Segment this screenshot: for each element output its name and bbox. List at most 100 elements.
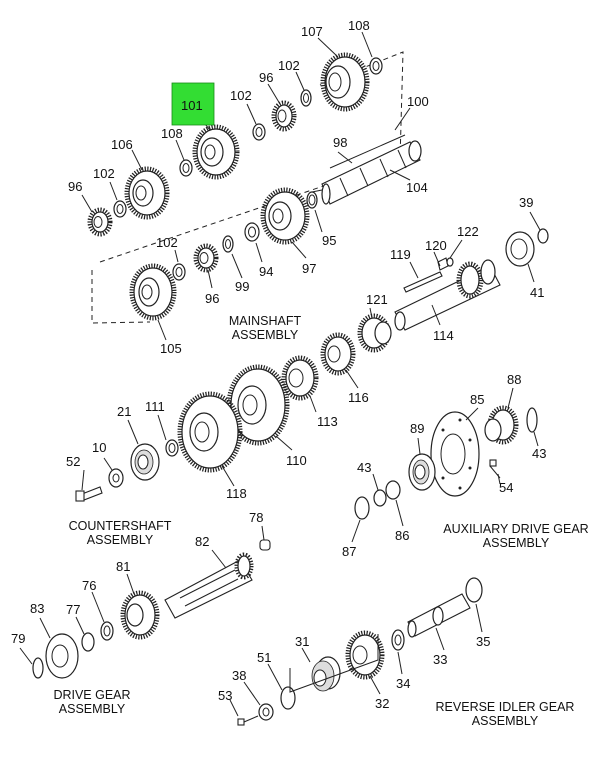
shaft-33 <box>407 593 471 638</box>
label-87: 87 <box>342 544 356 559</box>
shaft-82 <box>164 552 254 619</box>
label-53: 53 <box>218 688 232 703</box>
gear-88 <box>484 405 519 445</box>
gear-116 <box>320 332 356 376</box>
label-107: 107 <box>301 24 323 39</box>
label-102: 102 <box>156 235 178 250</box>
housing-85 <box>430 411 480 497</box>
mainshaft-104 <box>311 134 422 205</box>
label-105: 105 <box>160 341 182 356</box>
gear-105 <box>129 263 177 321</box>
bearing-89 <box>408 453 436 491</box>
countershaft-assembly-title: COUNTERSHAFT <box>69 519 172 533</box>
label-78: 78 <box>249 510 263 525</box>
bearing-31 <box>311 656 341 692</box>
ring-76 <box>100 621 114 641</box>
snapring-87 <box>354 496 370 520</box>
label-39: 39 <box>519 195 533 210</box>
washer-108b <box>179 159 193 177</box>
reverse-idler-assembly-title: REVERSE IDLER GEAR <box>436 700 575 714</box>
label-51: 51 <box>257 650 271 665</box>
countershaft-assembly-sub: ASSEMBLY <box>87 533 154 547</box>
label-79: 79 <box>11 631 25 646</box>
label-35: 35 <box>476 634 490 649</box>
label-31: 31 <box>295 634 309 649</box>
label-96: 96 <box>68 179 82 194</box>
label-95: 95 <box>322 233 336 248</box>
label-82: 82 <box>195 534 209 549</box>
washer-99 <box>222 235 234 253</box>
ring-77 <box>81 632 95 652</box>
label-83: 83 <box>30 601 44 616</box>
label-108: 108 <box>161 126 183 141</box>
gear-121 <box>357 313 392 353</box>
drive-gear-assembly-sub: ASSEMBLY <box>59 702 126 716</box>
label-100: 100 <box>407 94 429 109</box>
gear-81 <box>120 590 160 640</box>
leader-lines <box>19 31 541 717</box>
mainshaft-assembly-sub: ASSEMBLY <box>232 328 299 342</box>
label-119: 119 <box>390 247 411 262</box>
bearing-39-41 <box>505 228 549 267</box>
label-96: 96 <box>259 70 273 85</box>
label-96: 96 <box>205 291 219 306</box>
drive-gear-assembly-title: DRIVE GEAR <box>53 688 130 702</box>
cover-83 <box>45 633 79 679</box>
label-41: 41 <box>530 285 544 300</box>
key-119-120 <box>403 257 454 293</box>
label-89: 89 <box>410 421 424 436</box>
label-121: 121 <box>366 292 388 307</box>
washer-102d <box>172 263 186 281</box>
washer-38 <box>258 703 274 721</box>
label-10: 10 <box>92 440 106 455</box>
washer-102b <box>252 123 266 141</box>
bearing-21 <box>130 443 160 481</box>
assembly-labels: MAINSHAFT ASSEMBLY COUNTERSHAFT ASSEMBLY… <box>53 314 588 728</box>
bolt-52 <box>75 486 103 502</box>
washer-108a <box>369 57 383 75</box>
bearing-96c <box>193 243 219 273</box>
countershaft-114 <box>394 259 501 331</box>
gear-110 <box>226 364 290 446</box>
gear-118 <box>177 391 243 473</box>
label-108: 108 <box>348 18 370 33</box>
washer-10 <box>108 468 124 488</box>
ring-51 <box>280 686 296 710</box>
part-labels: 107 108 96 102 101 102 100 108 106 98 10… <box>11 18 546 711</box>
label-102: 102 <box>230 88 252 103</box>
label-38: 38 <box>232 668 246 683</box>
label-102: 102 <box>93 166 115 181</box>
washer-94 <box>244 222 260 242</box>
gear-97 <box>260 187 310 245</box>
label-113: 113 <box>317 414 338 429</box>
label-120: 120 <box>425 238 447 253</box>
highlight-box <box>171 82 215 126</box>
washer-102c <box>113 200 127 218</box>
label-111: 111 <box>145 399 165 414</box>
label-101: 101 <box>181 98 203 113</box>
label-94: 94 <box>259 264 273 279</box>
pin-78 <box>259 539 271 551</box>
snapring-43a <box>526 407 538 433</box>
gear-32 <box>345 630 385 680</box>
washer-102a <box>300 89 312 107</box>
label-118: 118 <box>226 486 247 501</box>
label-33: 33 <box>433 652 447 667</box>
washer-34 <box>391 629 405 651</box>
label-114: 114 <box>433 328 454 343</box>
reverse-idler-assembly-sub: ASSEMBLY <box>472 714 539 728</box>
gear-107 <box>320 52 370 112</box>
snapring-79 <box>32 657 44 679</box>
label-77: 77 <box>66 602 80 617</box>
snapring-35 <box>465 577 483 603</box>
label-122: 122 <box>457 224 479 239</box>
ring-86 <box>385 480 401 500</box>
label-21: 21 <box>117 404 131 419</box>
label-81: 81 <box>116 559 130 574</box>
label-86: 86 <box>395 528 409 543</box>
label-99: 99 <box>235 279 249 294</box>
label-52: 52 <box>66 454 80 469</box>
label-43: 43 <box>357 460 371 475</box>
label-106: 106 <box>111 137 133 152</box>
gear-101 <box>192 124 240 180</box>
